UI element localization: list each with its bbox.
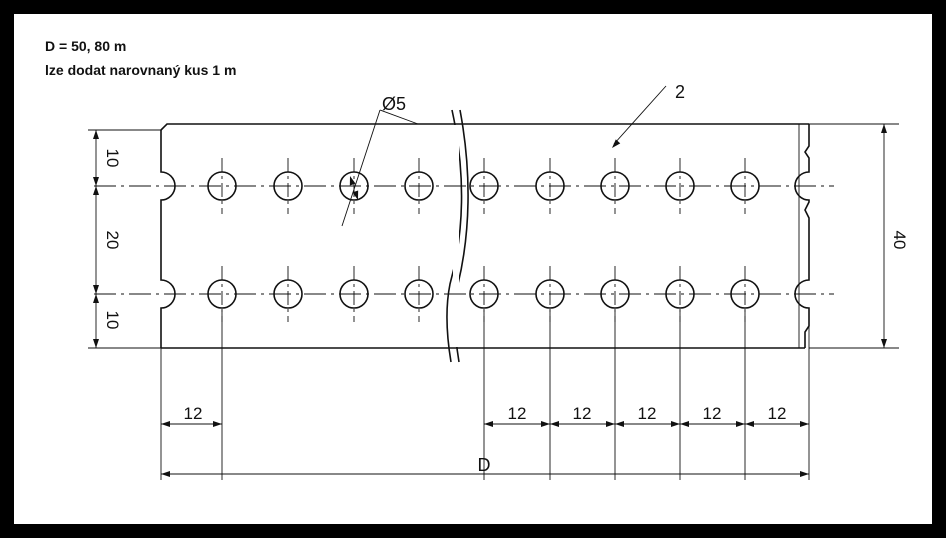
- strip-right-edge: [794, 124, 810, 348]
- hole-top-9: [730, 171, 760, 201]
- hole-bottom-5: [469, 279, 499, 309]
- hole-bottom-4: [404, 279, 434, 309]
- part-leader-arrow: [612, 139, 621, 148]
- dim-length-arrow-a: [161, 471, 170, 477]
- dim-pitch-left-arrow-a: [161, 421, 170, 427]
- dim-pitch-label-3: 12: [638, 404, 657, 423]
- dim-pitch-label-left: 12: [184, 404, 203, 423]
- dim-pitch-2-arrow-a: [550, 421, 559, 427]
- perforated-strip-drawing: 10 20 10 40 12 12 12 12 12 12 D Ø5 2: [88, 82, 909, 480]
- dim-pitch-label-4: 12: [703, 404, 722, 423]
- drawing-sheet: D = 50, 80 m lze dodat narovnaný kus 1 m…: [14, 14, 932, 524]
- dim-pitch-1-arrow-a: [484, 421, 493, 427]
- hole-bottom-1: [207, 279, 237, 309]
- hole-top-7: [600, 171, 630, 201]
- note-length-options: D = 50, 80 m: [45, 38, 127, 54]
- hole-centerlines: [94, 158, 834, 322]
- hole-bottom-2: [273, 279, 303, 309]
- hole-bottom-3: [339, 279, 369, 309]
- dim-strip-width-label: 40: [890, 231, 909, 250]
- strip-top-edge: [160, 123, 809, 131]
- dim-pitch-5-arrow-a: [745, 421, 754, 427]
- hole-top-4: [404, 171, 434, 201]
- hole-bottom-6: [535, 279, 565, 309]
- dim-pitch-3-arrow-b: [671, 421, 680, 427]
- dim-pitch-5-arrow-b: [800, 421, 809, 427]
- hole-bottom-9: [730, 279, 760, 309]
- dim-strip-width-arrow-b: [881, 339, 887, 348]
- dim-length-label: D: [478, 455, 491, 475]
- part-number-label: 2: [675, 82, 685, 102]
- dim-strip-width-arrow-a: [881, 124, 887, 133]
- diameter-arrow-a: [352, 190, 359, 200]
- strip-outline: [160, 109, 810, 363]
- hole-top-1: [207, 171, 237, 201]
- hole-top-6: [535, 171, 565, 201]
- dim-length-arrow-b: [800, 471, 809, 477]
- diameter-arrow-b: [349, 176, 356, 186]
- dim-row-spacing-label: 20: [103, 231, 122, 250]
- hole-top-3: [339, 171, 369, 201]
- hole-top-5: [469, 171, 499, 201]
- dim-top-edge-label: 10: [103, 149, 122, 168]
- dim-pitch-2-arrow-b: [606, 421, 615, 427]
- dim-bottom-edge-arrow-a: [93, 294, 99, 303]
- hole-top-8: [665, 171, 695, 201]
- part-leader: [613, 85, 667, 145]
- dim-pitch-label-5: 12: [768, 404, 787, 423]
- break-gap: [453, 125, 459, 347]
- hole-bottom-7: [600, 279, 630, 309]
- hole-diameter-label: Ø5: [382, 94, 406, 114]
- diameter-leader: [341, 109, 381, 227]
- diameter-leader-tail: [379, 109, 419, 125]
- dim-pitch-label-1: 12: [508, 404, 527, 423]
- dim-pitch-4-arrow-a: [680, 421, 689, 427]
- hole-group: [207, 171, 760, 309]
- dim-pitch-left-arrow-b: [213, 421, 222, 427]
- hole-bottom-8: [665, 279, 695, 309]
- dim-row-spacing-arrow-a: [93, 186, 99, 195]
- dim-bottom-edge-label: 10: [103, 311, 122, 330]
- dim-pitch-1-arrow-b: [541, 421, 550, 427]
- dimension-lines: [88, 85, 899, 480]
- dim-pitch-3-arrow-a: [615, 421, 624, 427]
- note-straightened-option: lze dodat narovnaný kus 1 m: [45, 62, 237, 78]
- dim-pitch-4-arrow-b: [736, 421, 745, 427]
- dim-pitch-label-2: 12: [573, 404, 592, 423]
- dim-bottom-edge-arrow-b: [93, 339, 99, 348]
- strip-left-edge: [160, 130, 176, 348]
- hole-top-2: [273, 171, 303, 201]
- dim-row-spacing-arrow-b: [93, 285, 99, 294]
- dim-top-edge-arrow-a: [93, 130, 99, 139]
- dim-top-edge-arrow-b: [93, 177, 99, 186]
